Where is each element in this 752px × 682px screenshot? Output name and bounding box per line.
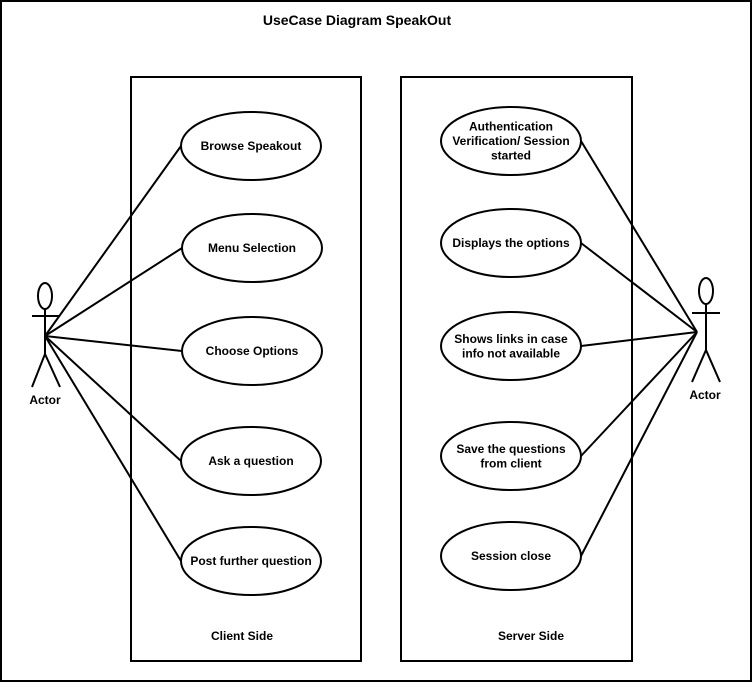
server-association-line-3 xyxy=(580,331,698,347)
right-actor: Actor xyxy=(689,277,721,402)
left-actor-label: Actor xyxy=(29,393,61,407)
client-association-line-5 xyxy=(44,335,182,562)
client-use-case-label: Browse Speakout xyxy=(201,139,302,153)
server-use-case-label: Shows links in case xyxy=(454,332,568,346)
left-actor: Actor xyxy=(29,282,61,407)
server-use-case-label: Displays the options xyxy=(452,236,570,250)
client-use-case-1[interactable]: Browse Speakout xyxy=(180,111,322,181)
server-use-case-label: Save the questions xyxy=(456,442,566,456)
server-use-case-label: started xyxy=(491,149,531,163)
client-use-case-ellipse[interactable] xyxy=(180,426,322,496)
right-actor-head xyxy=(698,277,714,305)
client-use-case-5[interactable]: Post further question xyxy=(180,526,322,596)
left-actor-head xyxy=(37,282,53,310)
right-actor-left-leg xyxy=(691,349,707,383)
server-use-case-ellipse[interactable] xyxy=(440,311,582,381)
client-use-case-3[interactable]: Choose Options xyxy=(181,316,323,386)
client-use-case-label: Choose Options xyxy=(206,344,299,358)
client-use-case-label: Menu Selection xyxy=(208,241,296,255)
server-association-line-5 xyxy=(580,331,698,557)
server-side-label: Server Side xyxy=(498,629,564,643)
server-use-case-label: info not available xyxy=(462,346,560,360)
client-use-case-label: Post further question xyxy=(190,554,311,568)
association-lines xyxy=(44,140,698,562)
client-use-case-label: Ask a question xyxy=(208,454,293,468)
server-association-line-4 xyxy=(580,331,698,457)
server-use-case-ellipse[interactable] xyxy=(440,521,582,591)
server-use-case-label: Verification/ Session xyxy=(452,134,569,148)
client-association-line-1 xyxy=(44,145,182,337)
server-use-case-ellipse[interactable] xyxy=(440,208,582,278)
server-use-case-label: Authentication xyxy=(469,120,553,134)
client-side-label: Client Side xyxy=(211,629,273,643)
client-use-case-ellipse[interactable] xyxy=(181,316,323,386)
client-association-line-2 xyxy=(44,247,183,337)
right-actor-label: Actor xyxy=(689,388,721,402)
server-association-line-1 xyxy=(580,140,698,333)
server-use-case-label: Session close xyxy=(471,549,551,563)
server-use-case-5[interactable]: Session close xyxy=(440,521,582,591)
client-association-line-4 xyxy=(44,335,182,462)
client-association-line-3 xyxy=(44,335,183,352)
diagram-title: UseCase Diagram SpeakOut xyxy=(263,12,452,28)
server-use-case-ellipse[interactable] xyxy=(440,106,582,176)
server-association-line-2 xyxy=(580,242,698,333)
server-use-case-ellipse[interactable] xyxy=(440,421,582,491)
client-use-case-2[interactable]: Menu Selection xyxy=(181,213,323,283)
left-actor-right-leg xyxy=(44,353,61,388)
left-actor-left-leg xyxy=(31,353,46,388)
client-use-case-4[interactable]: Ask a question xyxy=(180,426,322,496)
client-use-case-ellipse[interactable] xyxy=(181,213,323,283)
server-use-case-label: from client xyxy=(480,456,541,470)
client-use-case-ellipse[interactable] xyxy=(180,111,322,181)
client-use-case-ellipse[interactable] xyxy=(180,526,322,596)
right-actor-right-leg xyxy=(705,349,721,383)
server-use-case-2[interactable]: Displays the options xyxy=(440,208,582,278)
